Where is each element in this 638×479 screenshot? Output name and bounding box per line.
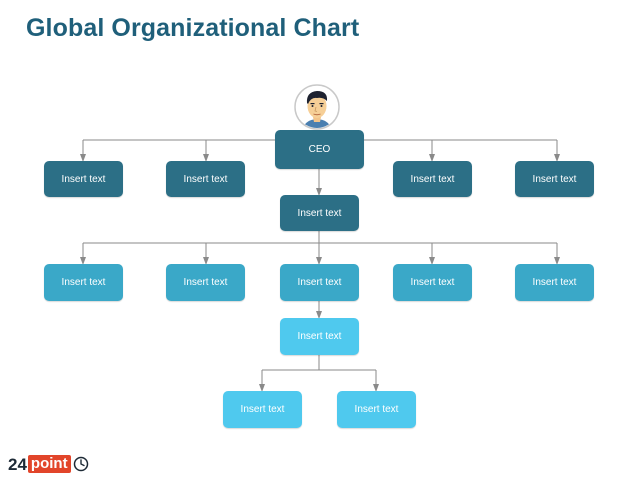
ceo-box[interactable]: CEO xyxy=(275,130,364,169)
page-title: Global Organizational Chart xyxy=(26,14,360,42)
node-label: Insert text xyxy=(297,207,342,219)
node-label: Insert text xyxy=(297,331,342,342)
node-label: Insert text xyxy=(410,277,455,288)
node-top-right-1[interactable]: Insert text xyxy=(393,161,472,197)
logo-number: 24 xyxy=(8,454,27,474)
node-mid-5[interactable]: Insert text xyxy=(515,264,594,301)
node-label: Insert text xyxy=(183,173,228,185)
node-mid-3[interactable]: Insert text xyxy=(280,264,359,301)
node-label: Insert text xyxy=(532,277,577,288)
person-avatar-icon xyxy=(294,84,340,130)
node-label: Insert text xyxy=(354,404,399,415)
logo-word: point xyxy=(27,455,71,473)
node-label: Insert text xyxy=(240,404,285,415)
node-center-2[interactable]: Insert text xyxy=(280,318,359,355)
node-mid-4[interactable]: Insert text xyxy=(393,264,472,301)
node-mid-1[interactable]: Insert text xyxy=(44,264,123,301)
node-top-left-2[interactable]: Insert text xyxy=(166,161,245,197)
ceo-label: CEO xyxy=(308,144,331,155)
node-label: Insert text xyxy=(532,173,577,185)
node-top-left-1[interactable]: Insert text xyxy=(44,161,123,197)
brand-logo: 24 point xyxy=(8,455,89,473)
node-label: Insert text xyxy=(61,277,106,288)
node-label: Insert text xyxy=(410,173,455,185)
node-mid-2[interactable]: Insert text xyxy=(166,264,245,301)
node-label: Insert text xyxy=(297,277,342,288)
node-label: Insert text xyxy=(183,277,228,288)
node-bottom-1[interactable]: Insert text xyxy=(223,391,302,428)
node-label: Insert text xyxy=(61,173,106,185)
node-center-1[interactable]: Insert text xyxy=(280,195,359,231)
clock-icon xyxy=(73,456,88,472)
node-bottom-2[interactable]: Insert text xyxy=(337,391,416,428)
node-top-right-2[interactable]: Insert text xyxy=(515,161,594,197)
